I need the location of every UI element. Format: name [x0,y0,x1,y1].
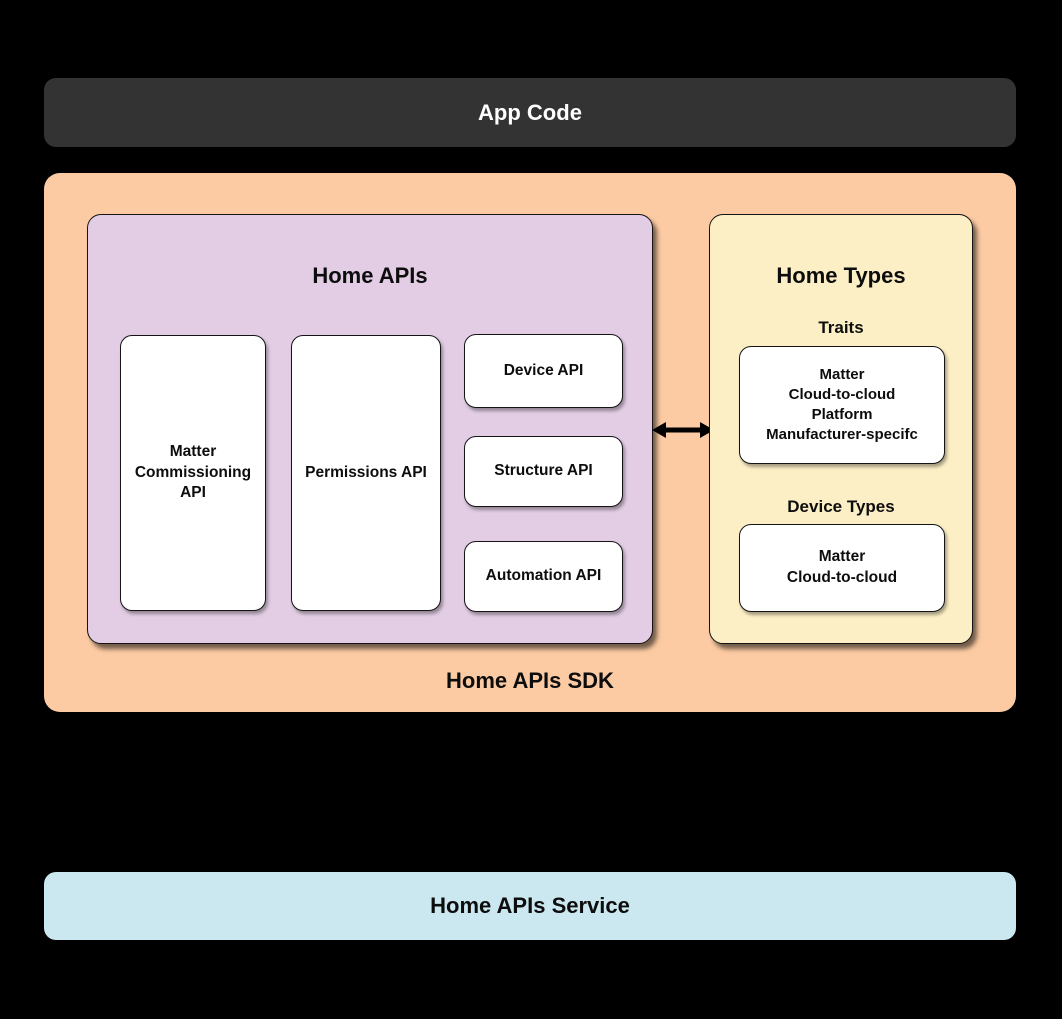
home-apis-sdk-container: Home APIs Matter Commissioning API Permi… [44,173,1016,712]
app-code-box: App Code [44,78,1016,147]
home-apis-service-label: Home APIs Service [430,893,630,918]
permissions-api-box: Permissions API [291,335,441,611]
home-types-panel: Home Types Traits Matter Cloud-to-cloud … [709,214,973,644]
app-code-label: App Code [478,99,582,125]
home-apis-sdk-label: Home APIs SDK [446,668,614,693]
structure-api-box: Structure API [464,436,623,507]
home-types-title: Home Types [776,263,906,288]
traits-label: Traits [818,318,864,337]
matter-commissioning-api-box: Matter Commissioning API [120,335,266,611]
home-apis-panel: Home APIs Matter Commissioning API Permi… [87,214,653,644]
bidirectional-arrow-icon [652,422,714,438]
device-types-box: Matter Cloud-to-cloud [739,524,945,612]
home-apis-service-box: Home APIs Service [44,872,1016,940]
device-types-label: Device Types [787,497,895,516]
device-api-box: Device API [464,334,623,408]
automation-api-box: Automation API [464,541,623,612]
traits-box: Matter Cloud-to-cloud Platform Manufactu… [739,346,945,464]
home-apis-title: Home APIs [312,263,428,288]
